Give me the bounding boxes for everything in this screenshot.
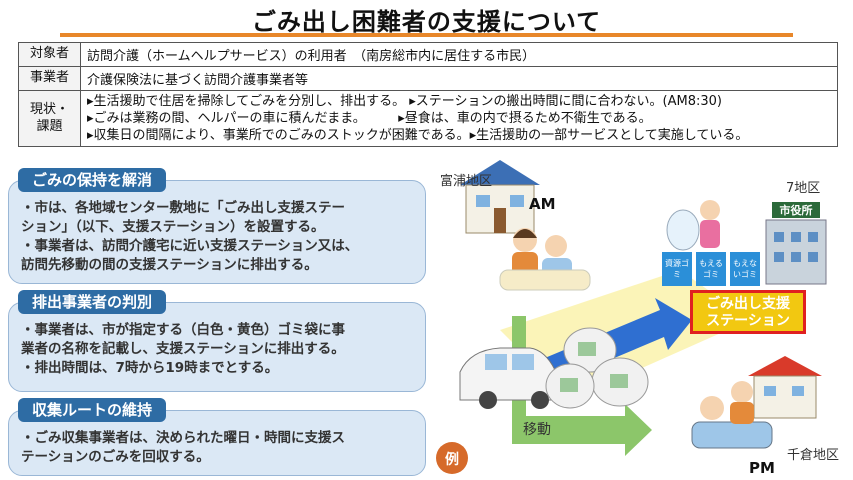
elderly-icon: [499, 235, 591, 291]
support-station-label: ごみ出し支援 ステーション: [690, 290, 806, 334]
label-am: AM: [529, 195, 556, 213]
table-cell-provider: 介護保険法に基づく訪問介護事業者等: [80, 66, 838, 91]
section-tag-route: 収集ルートの維持: [18, 398, 167, 422]
label-tomiura: 富浦地区: [440, 174, 493, 189]
section-line: 訪問先移動の間の支援ステーションに排出する。: [21, 257, 318, 273]
table-header-provider: 事業者: [18, 66, 81, 91]
bin-icon: [662, 252, 760, 286]
issue-line: ▸収集日の間隔により、事業所でのごみのストックが困難である。▸生活援助の一部サー…: [87, 128, 749, 143]
label-chikura: 千倉地区: [787, 448, 840, 463]
table-row: 現状・ 課題 ▸生活援助で住居を掃除してごみを分別し、排出する。 ▸ステーション…: [18, 90, 838, 147]
section-line: 業者の名称を記載し、支援ステーションに排出する。: [21, 341, 345, 357]
garbage-bag-icon: [545, 327, 649, 409]
table-header-target: 対象者: [18, 42, 81, 67]
bag-drop-icon: [666, 200, 720, 251]
section-tag-identification: 排出事業者の判別: [18, 290, 167, 314]
title-underline: [60, 33, 793, 37]
move-arrow-icon: [512, 404, 652, 456]
city-hall-icon: [765, 202, 827, 285]
section-panel-identification: ・事業者は、市が指定する（白色・黄色）ゴミ袋に事 業者の名称を記載し、支援ステー…: [8, 302, 426, 392]
section-panel-retention: ・市は、各地域センター敷地に「ごみ出し支援ステー ション」（以下、支援ステーショ…: [8, 180, 426, 284]
flow-illustration: [436, 160, 827, 474]
section-line: ・排出時間は、7時から19時までとする。: [21, 360, 279, 376]
label-bin-3: もえないゴミ: [733, 259, 757, 279]
label-area-7: 7地区: [786, 181, 821, 196]
label-bin-2: もえるゴミ: [699, 259, 723, 279]
label-bin-1: 資源ゴミ: [665, 259, 689, 279]
section-line: ・市は、各地域センター敷地に「ごみ出し支援ステー: [21, 200, 345, 216]
label-pm: PM: [749, 459, 775, 477]
page-title: ごみ出し困難者の支援について: [251, 8, 602, 36]
house-icon: [748, 356, 822, 419]
issue-line: ▸ごみは業務の間、ヘルパーの車に積んだまま。 ▸昼食は、車の内で摂るため不衛生で…: [87, 111, 652, 126]
section-line: ション」（以下、支援ステーション）を設置する。: [21, 219, 325, 235]
house-icon: [460, 160, 540, 234]
table-cell-target: 訪問介護（ホームヘルプサービス）の利用者 （南房総市内に居住する市民）: [80, 42, 838, 67]
section-line: テーションのごみを回収する。: [21, 449, 210, 465]
table-row: 対象者 訪問介護（ホームヘルプサービス）の利用者 （南房総市内に居住する市民）: [18, 42, 838, 67]
issue-line: ▸生活援助で住居を掃除してごみを分別し、排出する。 ▸ステーションの搬出時間に間…: [87, 94, 722, 109]
table-cell-issues: ▸生活援助で住居を掃除してごみを分別し、排出する。 ▸ステーションの搬出時間に間…: [80, 90, 838, 147]
table-row: 事業者 介護保険法に基づく訪問介護事業者等: [18, 66, 838, 91]
label-example: 例: [445, 452, 459, 468]
patient-bed-icon: [691, 381, 773, 449]
label-city-hall: 市役所: [779, 204, 813, 217]
section-line: ・ごみ収集事業者は、決められた曜日・時間に支援ス: [21, 430, 345, 446]
example-badge: [436, 442, 468, 474]
label-move: 移動: [523, 422, 551, 438]
section-panel-route: ・ごみ収集事業者は、決められた曜日・時間に支援ス テーションのごみを回収する。: [8, 410, 426, 476]
info-table: 対象者 訪問介護（ホームヘルプサービス）の利用者 （南房総市内に居住する市民） …: [18, 42, 838, 147]
section-line: ・事業者は、市が指定する（白色・黄色）ゴミ袋に事: [21, 322, 345, 338]
section-tag-retention: ごみの保持を解消: [18, 168, 167, 192]
car-icon: [459, 347, 563, 409]
table-header-issues: 現状・ 課題: [18, 90, 81, 147]
section-line: ・事業者は、訪問介護宅に近い支援ステーション又は、: [21, 238, 359, 254]
